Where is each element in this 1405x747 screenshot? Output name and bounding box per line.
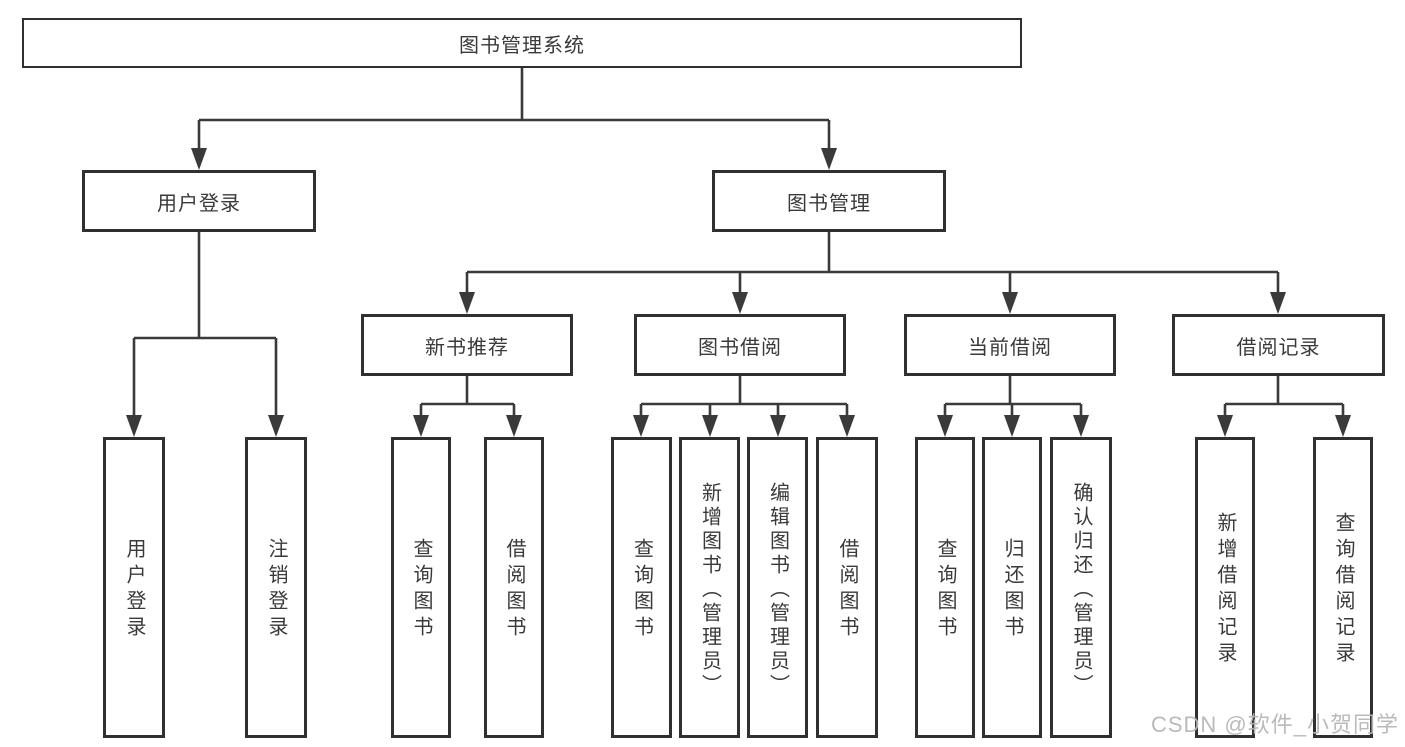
connector-user-login-to-leaves bbox=[126, 232, 284, 437]
leaf-add-books-admin: 新增图书（管理员） bbox=[679, 437, 740, 738]
leaf-query-books-borrow: 查询图书 bbox=[611, 437, 672, 738]
node-current-borrow: 当前借阅 bbox=[904, 314, 1116, 376]
connector-root-to-level2 bbox=[191, 68, 837, 170]
node-new-book-recommend: 新书推荐 bbox=[361, 314, 573, 376]
connector-current-borrow-to-leaves bbox=[937, 376, 1089, 437]
connector-book-mgmt-to-level3 bbox=[459, 232, 1286, 314]
connector-borrow-records-to-leaves bbox=[1217, 376, 1351, 437]
leaf-logout: 注销登录 bbox=[245, 437, 307, 738]
node-book-management: 图书管理 bbox=[712, 170, 946, 232]
leaf-query-books-recommend: 查询图书 bbox=[391, 437, 451, 738]
leaf-user-login: 用户登录 bbox=[103, 437, 165, 738]
csdn-watermark: CSDN @软件_小贺同学 bbox=[1150, 712, 1399, 737]
leaf-confirm-return-admin: 确认归还（管理员） bbox=[1050, 437, 1112, 738]
leaf-return-books: 归还图书 bbox=[982, 437, 1042, 738]
node-root-system: 图书管理系统 bbox=[22, 18, 1022, 68]
node-book-borrow: 图书借阅 bbox=[634, 314, 846, 376]
connector-book-borrow-to-leaves bbox=[633, 376, 855, 437]
leaf-query-borrow-record: 查询借阅记录 bbox=[1313, 437, 1373, 738]
connector-new-book-to-leaves bbox=[413, 376, 522, 437]
leaf-borrow-books: 借阅图书 bbox=[816, 437, 878, 738]
leaf-query-books-current: 查询图书 bbox=[915, 437, 975, 738]
leaf-add-borrow-record: 新增借阅记录 bbox=[1195, 437, 1255, 738]
node-user-login: 用户登录 bbox=[82, 170, 316, 232]
leaf-edit-books-admin: 编辑图书（管理员） bbox=[747, 437, 808, 738]
leaf-borrow-books-recommend: 借阅图书 bbox=[484, 437, 544, 738]
node-borrow-records: 借阅记录 bbox=[1172, 314, 1385, 376]
